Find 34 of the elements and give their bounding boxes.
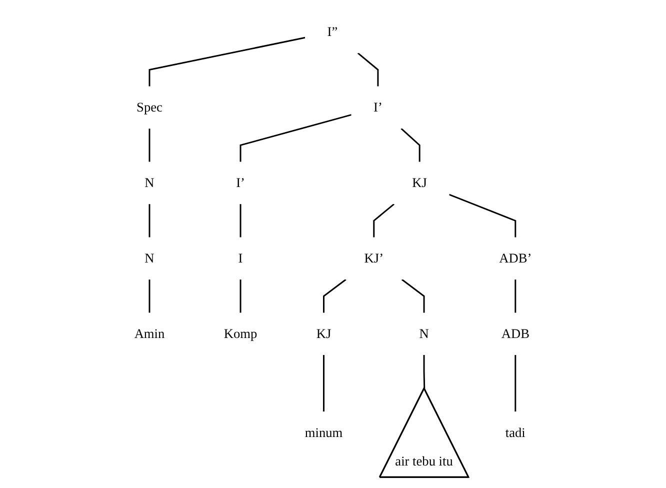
connector [401, 278, 425, 313]
node-text: I [238, 250, 243, 266]
node-text: I’ [374, 100, 382, 115]
node-text: I’ [236, 175, 245, 190]
node-text: KJ’ [364, 250, 384, 266]
connector [514, 355, 516, 412]
connector [148, 280, 150, 313]
connector [148, 128, 150, 162]
connector [514, 280, 516, 313]
connector [400, 128, 420, 162]
connector [148, 36, 306, 86]
node-text: N [144, 175, 154, 190]
node-text: tadi [505, 424, 526, 440]
node-text: KJ [412, 175, 427, 190]
connector [448, 194, 516, 238]
connector [240, 204, 242, 238]
node-text: N [419, 326, 429, 341]
node-text: I” [327, 24, 338, 40]
connector [423, 355, 426, 389]
node-text: N [144, 250, 154, 266]
node-text: Amin [134, 326, 165, 341]
node-text: ADB’ [499, 250, 532, 266]
node-text: ADB [501, 326, 530, 341]
node-text: KJ [316, 326, 332, 341]
connector [240, 280, 242, 313]
connector [357, 52, 379, 86]
node-text: minum [304, 424, 343, 440]
node-text: Spec [136, 100, 162, 115]
connector [148, 204, 150, 238]
connector [323, 278, 346, 313]
node-text: Komp [224, 326, 258, 341]
connector [240, 114, 352, 162]
connector [373, 203, 395, 238]
connector [323, 355, 324, 412]
